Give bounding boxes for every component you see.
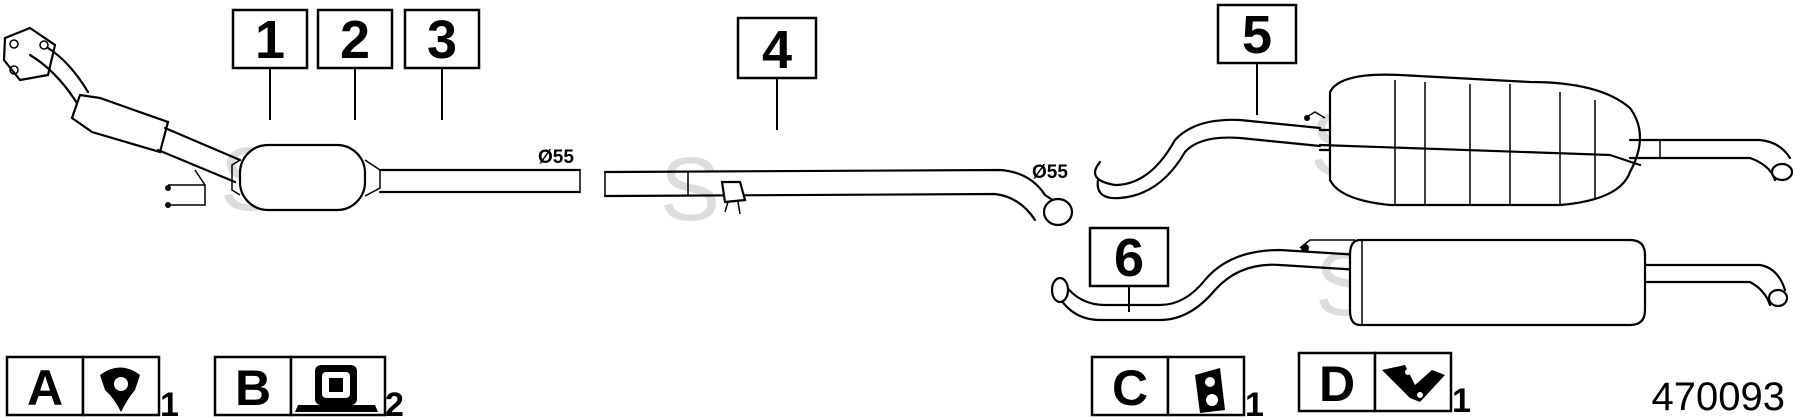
callout-number: 4 bbox=[762, 20, 792, 80]
accessory-a: A 1 bbox=[5, 355, 179, 419]
diameter-label-middle: Ø55 bbox=[1032, 162, 1068, 183]
callout-number: 6 bbox=[1114, 228, 1144, 288]
pre-silencer bbox=[70, 93, 170, 154]
callout-3: 3 bbox=[403, 8, 481, 120]
callout-number: 3 bbox=[427, 10, 457, 70]
accessory-d: D 1 bbox=[1297, 351, 1471, 419]
hanger-icon bbox=[1195, 368, 1225, 413]
rear-muffler-lower bbox=[1348, 238, 1647, 327]
front-flange bbox=[2, 26, 57, 82]
accessory-qty: 2 bbox=[385, 386, 404, 419]
accessory-letter: B bbox=[235, 360, 271, 416]
front-pipe-assembly bbox=[2, 26, 582, 212]
gasket-icon bbox=[100, 367, 140, 412]
pipe-clamp bbox=[720, 180, 747, 204]
accessory-qty: 1 bbox=[1245, 386, 1264, 419]
diameter-label-front: Ø55 bbox=[538, 147, 574, 168]
rubber-mount-icon bbox=[295, 365, 378, 412]
callout-1: 1 bbox=[231, 8, 309, 120]
rear-silencer-upper bbox=[1093, 73, 1794, 207]
catalytic-converter bbox=[238, 143, 367, 212]
rear-silencer-lower bbox=[1050, 238, 1789, 327]
accessory-qty: 1 bbox=[1452, 382, 1471, 419]
accessory-letter: C bbox=[1112, 360, 1148, 416]
callout-number: 5 bbox=[1242, 5, 1272, 65]
accessory-b: B 2 bbox=[213, 355, 404, 419]
callout-5: 5 bbox=[1216, 3, 1298, 115]
bracket-icon bbox=[1382, 365, 1445, 402]
watermark: S bbox=[660, 140, 720, 240]
callout-6: 6 bbox=[1088, 226, 1170, 312]
callout-number: 2 bbox=[340, 10, 370, 70]
accessory-qty: 1 bbox=[160, 386, 179, 419]
accessory-letter: A bbox=[27, 360, 63, 416]
accessory-c: C 1 bbox=[1090, 355, 1264, 419]
callout-2: 2 bbox=[316, 8, 394, 120]
middle-pipe bbox=[603, 168, 1074, 227]
accessory-letter: D bbox=[1319, 356, 1355, 412]
reference-code: 470093 bbox=[1652, 375, 1785, 419]
callout-number: 1 bbox=[255, 10, 285, 70]
callout-4: 4 bbox=[736, 16, 818, 130]
rear-muffler-upper bbox=[1328, 73, 1641, 207]
